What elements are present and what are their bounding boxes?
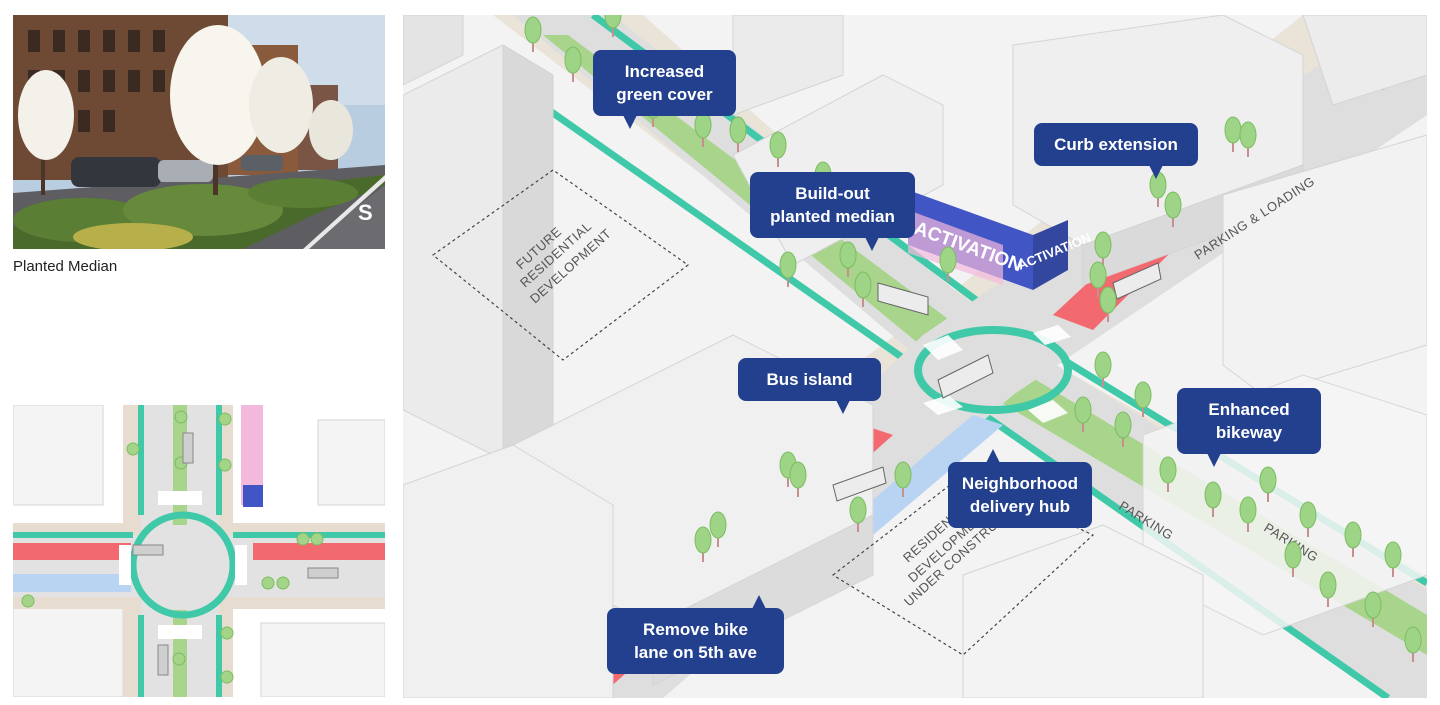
- tree-icon: [694, 526, 712, 554]
- tree-icon: [1404, 626, 1422, 654]
- tree-icon: [1099, 286, 1117, 314]
- tree-icon: [769, 131, 787, 159]
- tree-icon: [1094, 231, 1112, 259]
- callout-buildout-planted-median: Build-out planted median: [750, 172, 915, 251]
- tree-icon: [1239, 121, 1257, 149]
- tree-icon: [1089, 261, 1107, 289]
- tree-icon: [1164, 191, 1182, 219]
- tree-icon: [564, 46, 582, 74]
- tree-icon: [789, 461, 807, 489]
- tree-icon: [1114, 411, 1132, 439]
- tree-icon: [1259, 466, 1277, 494]
- tree-icon: [894, 461, 912, 489]
- tree-icon: [1344, 521, 1362, 549]
- planted-median-photo: S: [13, 15, 385, 249]
- callout-neighborhood-delivery-hub: Neighborhood delivery hub: [948, 449, 1092, 528]
- street-trees: [524, 15, 1422, 662]
- tree-icon: [1364, 591, 1382, 619]
- tree-icon: [1284, 541, 1302, 569]
- tree-icon: [1384, 541, 1402, 569]
- tree-icon: [779, 251, 797, 279]
- tree-icon: [1074, 396, 1092, 424]
- callout-remove-bike-lane: Remove bike lane on 5th ave: [607, 595, 784, 674]
- callout-curb-extension: Curb extension: [1034, 123, 1198, 179]
- tree-icon: [849, 496, 867, 524]
- callout-enhanced-bikeway: Enhanced bikeway: [1177, 388, 1321, 467]
- callout-increased-green-cover: Increased green cover: [593, 50, 736, 129]
- intersection-plan-view: [13, 405, 385, 697]
- tree-icon: [1239, 496, 1257, 524]
- tree-icon: [524, 16, 542, 44]
- tree-icon: [839, 241, 857, 269]
- tree-icon: [709, 511, 727, 539]
- tree-icon: [1299, 501, 1317, 529]
- road-marking-text: S: [358, 200, 373, 225]
- tree-icon: [1159, 456, 1177, 484]
- tree-icon: [1224, 116, 1242, 144]
- photo-caption: Planted Median: [13, 258, 118, 275]
- tree-icon: [1319, 571, 1337, 599]
- tree-icon: [604, 15, 622, 29]
- tree-icon: [854, 271, 872, 299]
- tree-icon: [1134, 381, 1152, 409]
- tree-icon: [729, 116, 747, 144]
- tree-icon: [1204, 481, 1222, 509]
- tree-icon: [1094, 351, 1112, 379]
- axonometric-street-diagram: ACTIVATION ACTIVATION FUTURE RESIDENTIAL…: [403, 15, 1427, 698]
- tree-icon: [939, 246, 957, 274]
- callout-bus-island: Bus island: [738, 358, 881, 414]
